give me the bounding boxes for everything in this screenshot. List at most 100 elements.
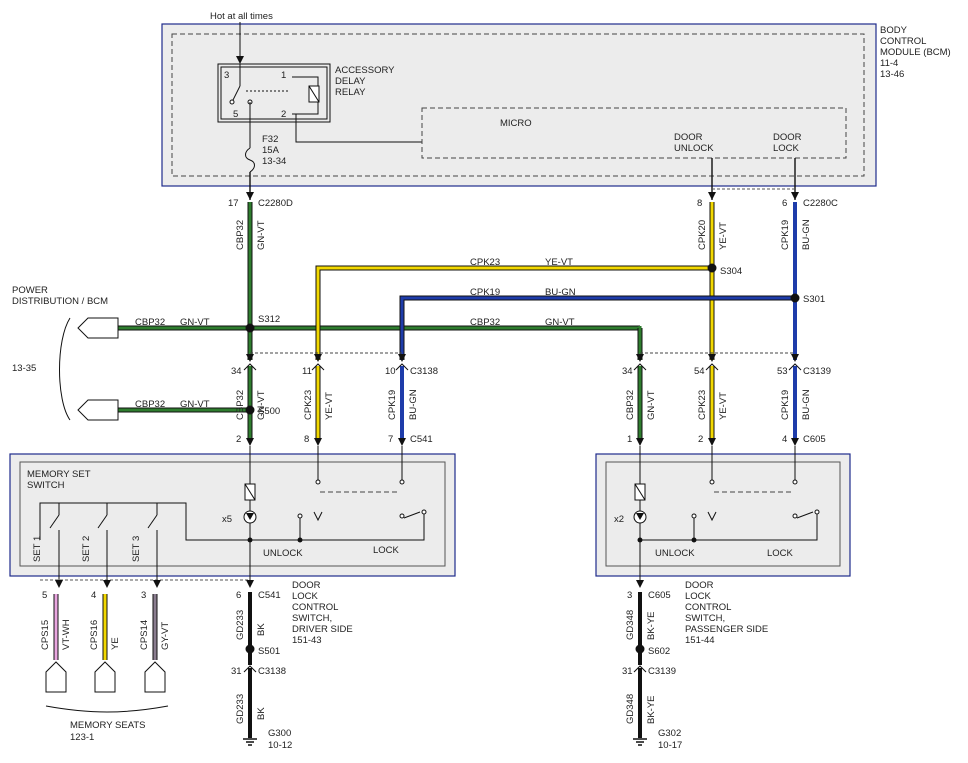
unlock-actuator <box>313 511 323 522</box>
wire-gd233-1: GD233 <box>235 610 246 640</box>
c3138-arrow-3 <box>398 354 406 362</box>
c3138-socket-1 <box>243 363 257 371</box>
driver-desc-2: LOCK <box>292 591 319 602</box>
power-connector-1 <box>77 317 119 339</box>
c3139-arrow-2 <box>708 354 716 362</box>
c3138-socket-2 <box>311 363 325 371</box>
wire-cpk23-lower: CPK23 <box>303 390 314 420</box>
passenger-lock-label: LOCK <box>767 548 794 559</box>
door-lock-label-2: LOCK <box>773 143 800 154</box>
c605-label: C605 <box>803 434 826 445</box>
memory-set-switch: MEMORY SET SWITCH x5 SET 1 SET 2 SET 3 <box>9 446 456 585</box>
driver-led-mult: x5 <box>222 514 232 525</box>
wire-cbp32-p-lower: CBP32 <box>625 390 636 420</box>
seat-connector-3 <box>144 661 166 693</box>
passenger-desc-5: PASSENGER SIDE <box>685 624 768 635</box>
c3139-socket-2 <box>705 363 719 371</box>
wire-cpk19-horiz: CPK19 <box>470 287 500 298</box>
bcm-frame <box>161 23 877 187</box>
wire-yevt-p-lower: YE-VT <box>718 392 729 420</box>
yevt-route-outline <box>315 265 712 360</box>
driver-led-triangle <box>246 513 254 520</box>
splice-s301-label: S301 <box>803 294 825 305</box>
driver-junction-2 <box>297 537 303 543</box>
splice-s301 <box>790 293 800 303</box>
wire-gd348-2: GD348 <box>625 694 636 724</box>
connector-c541: 2 8 7 C541 <box>236 434 433 446</box>
relay-coil-slash <box>308 85 320 103</box>
wire-cpk19-vert: CPK19 <box>780 220 791 250</box>
passenger-unlock-contact-top <box>709 479 715 485</box>
g302-label: G302 <box>658 728 681 739</box>
seat-connector-5 <box>45 661 67 693</box>
bcm-label-4: 11-4 <box>880 58 898 69</box>
passenger-lock-contact-top <box>792 479 798 485</box>
wire-cbp32-s500: CBP32 <box>135 399 165 410</box>
set1-label: SET 1 <box>32 536 43 562</box>
relay-label-3: RELAY <box>335 87 366 98</box>
bcm-label-3: MODULE (BCM) <box>880 47 951 58</box>
power-ref: 13-35 <box>12 363 36 374</box>
wires <box>118 202 797 440</box>
c3139-pin-3: 53 <box>777 366 788 377</box>
c2280c-label: C2280C <box>803 198 838 209</box>
c541-gnd-arrow <box>246 580 254 588</box>
c3139-label: C3139 <box>803 366 831 377</box>
seat-arrow-3 <box>153 580 161 588</box>
passenger-lock-contact-b <box>814 509 820 515</box>
relay-pin-1: 1 <box>281 70 286 81</box>
passenger-common-wire <box>640 514 818 541</box>
splice-s312-label: S312 <box>258 314 280 325</box>
seat-connector-4 <box>94 661 116 693</box>
set2-switch <box>97 514 108 529</box>
yevt-route <box>316 266 712 360</box>
wire-bugn-vert: BU-GN <box>801 219 812 250</box>
driver-desc-5: DRIVER SIDE <box>292 624 353 635</box>
c3138-gnd-label: C3138 <box>258 666 286 677</box>
wire-cbp32-horiz: CBP32 <box>470 317 500 328</box>
driver-switch-frame <box>9 453 456 577</box>
memory-switch-label-2: SWITCH <box>27 480 65 491</box>
splice-s312 <box>245 323 255 333</box>
c3138-socket-3 <box>395 363 409 371</box>
wire-bk-2: BK <box>256 707 267 720</box>
passenger-led-triangle <box>636 513 644 520</box>
passenger-desc-3: CONTROL <box>685 602 731 613</box>
splice-s500 <box>245 405 255 415</box>
bcm-inner-frame <box>171 33 865 177</box>
memory-seats-bracket <box>45 705 169 713</box>
set3-switch <box>147 514 158 529</box>
c2280c-arrow-lock <box>791 192 799 200</box>
power-distribution: POWER DISTRIBUTION / BCM 13-35 <box>12 285 119 421</box>
memory-seat-wires: 5 4 3 CPS15 VT-WH CPS16 YE CPS14 GY-VT M… <box>40 579 250 743</box>
g300-label: G300 <box>268 728 291 739</box>
power-connector-2 <box>77 399 119 421</box>
c605-pin-2: 2 <box>698 434 703 445</box>
g300-ref: 10-12 <box>268 740 292 751</box>
c3139-pin-1: 34 <box>622 366 633 377</box>
driver-switch-inner <box>19 461 446 567</box>
wire-bugn-p-lower: BU-GN <box>801 389 812 420</box>
fuse-icon <box>245 147 255 173</box>
c3138-label: C3138 <box>410 366 438 377</box>
driver-lock-label: LOCK <box>373 545 400 556</box>
micro-box <box>421 107 847 159</box>
wire-gnvt-lower: GN-VT <box>256 390 267 420</box>
c541-gnd-label: C541 <box>258 590 281 601</box>
c605-gnd-arrow <box>636 580 644 588</box>
c3138-arrow-2 <box>314 354 322 362</box>
wire-yevt-lower: YE-VT <box>324 392 335 420</box>
wire-cps15: CPS15 <box>40 620 51 650</box>
passenger-desc-4: SWITCH, <box>685 613 725 624</box>
c2280d-pin: 17 <box>228 198 239 209</box>
wire-gyvt: GY-VT <box>160 622 171 650</box>
fuse-label-1: F32 <box>262 134 278 145</box>
lock-contact-top <box>399 479 405 485</box>
c2280c-pin-unlock: 8 <box>697 198 702 209</box>
splice-s501 <box>245 644 255 654</box>
passenger-ground: 3 C605 GD348 BK-YE S602 31 C3139 GD348 B… <box>622 580 682 751</box>
passenger-lock-contact-a <box>792 513 798 519</box>
driver-desc-3: CONTROL <box>292 602 338 613</box>
